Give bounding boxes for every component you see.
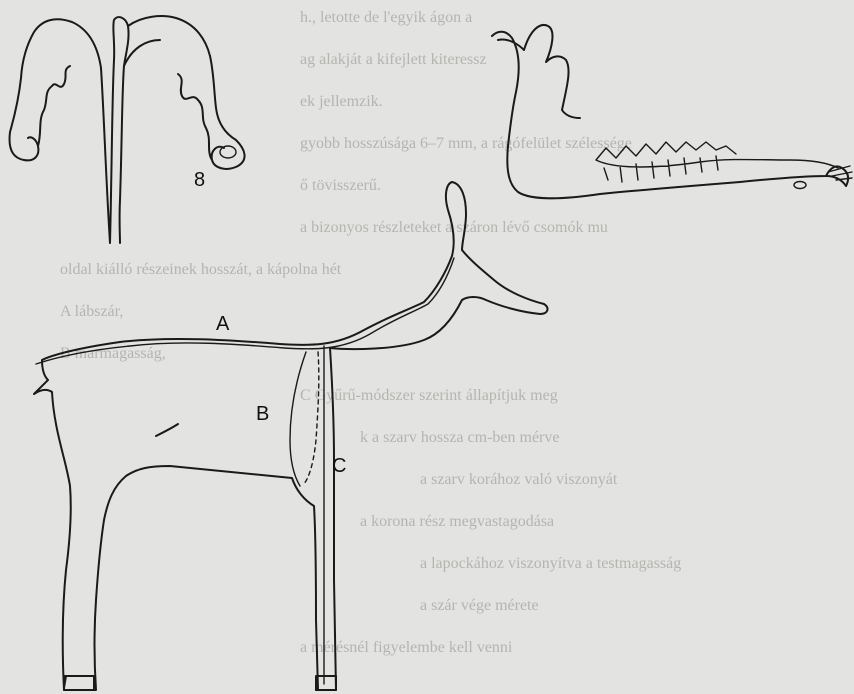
deer-hind-leg bbox=[64, 466, 318, 690]
antler-figure: 8 bbox=[10, 16, 245, 243]
deer-hoof-front bbox=[316, 676, 336, 690]
show-through-line: a szarv korához való viszonyát bbox=[420, 471, 618, 488]
show-through-line: ek jellemzik. bbox=[300, 93, 383, 110]
show-through-line: oldal kiálló részeinek hosszát, a kápoln… bbox=[60, 261, 342, 278]
mandible-coronoid bbox=[498, 25, 580, 118]
mandible-figure bbox=[492, 25, 852, 198]
show-through-text: h., letotte de l'egyik ágon a ag alakját … bbox=[60, 9, 681, 656]
measure-label-c: C bbox=[332, 455, 346, 477]
show-through-line: ag alakját a kifejlett kiteressz bbox=[300, 51, 487, 68]
measure-label-a: A bbox=[216, 313, 230, 335]
antler-outline bbox=[10, 17, 129, 243]
mandible-foramen bbox=[794, 182, 806, 189]
deer-hoof-hind bbox=[64, 676, 94, 690]
show-through-line: C Gyűrű-módszer szerint állapítjuk meg bbox=[300, 387, 558, 404]
show-through-line: gyobb hosszúsága 6–7 mm, a rágófelület s… bbox=[300, 135, 632, 152]
measure-line-b bbox=[290, 352, 306, 486]
show-through-line: ő tövisszerű. bbox=[300, 177, 381, 194]
show-through-line: k a szarv hossza cm-ben mérve bbox=[360, 429, 559, 446]
show-through-line: a mérésnél figyelembe kell venni bbox=[300, 639, 513, 656]
show-through-line: a lapockához viszonyítva a testmagasság bbox=[420, 555, 681, 572]
show-through-line: a szár vége mérete bbox=[420, 597, 539, 614]
antler-burr-ring bbox=[220, 146, 236, 158]
antler-figure-number: 8 bbox=[194, 169, 205, 191]
show-through-line: A lábszár, bbox=[60, 303, 123, 320]
deer-elbow-line bbox=[156, 424, 178, 436]
measure-line-b-hidden bbox=[304, 352, 319, 484]
show-through-line: a korona rész megvastagodása bbox=[360, 513, 554, 530]
show-through-line: h., letotte de l'egyik ágon a bbox=[300, 9, 472, 26]
measure-label-b: B bbox=[256, 403, 269, 425]
